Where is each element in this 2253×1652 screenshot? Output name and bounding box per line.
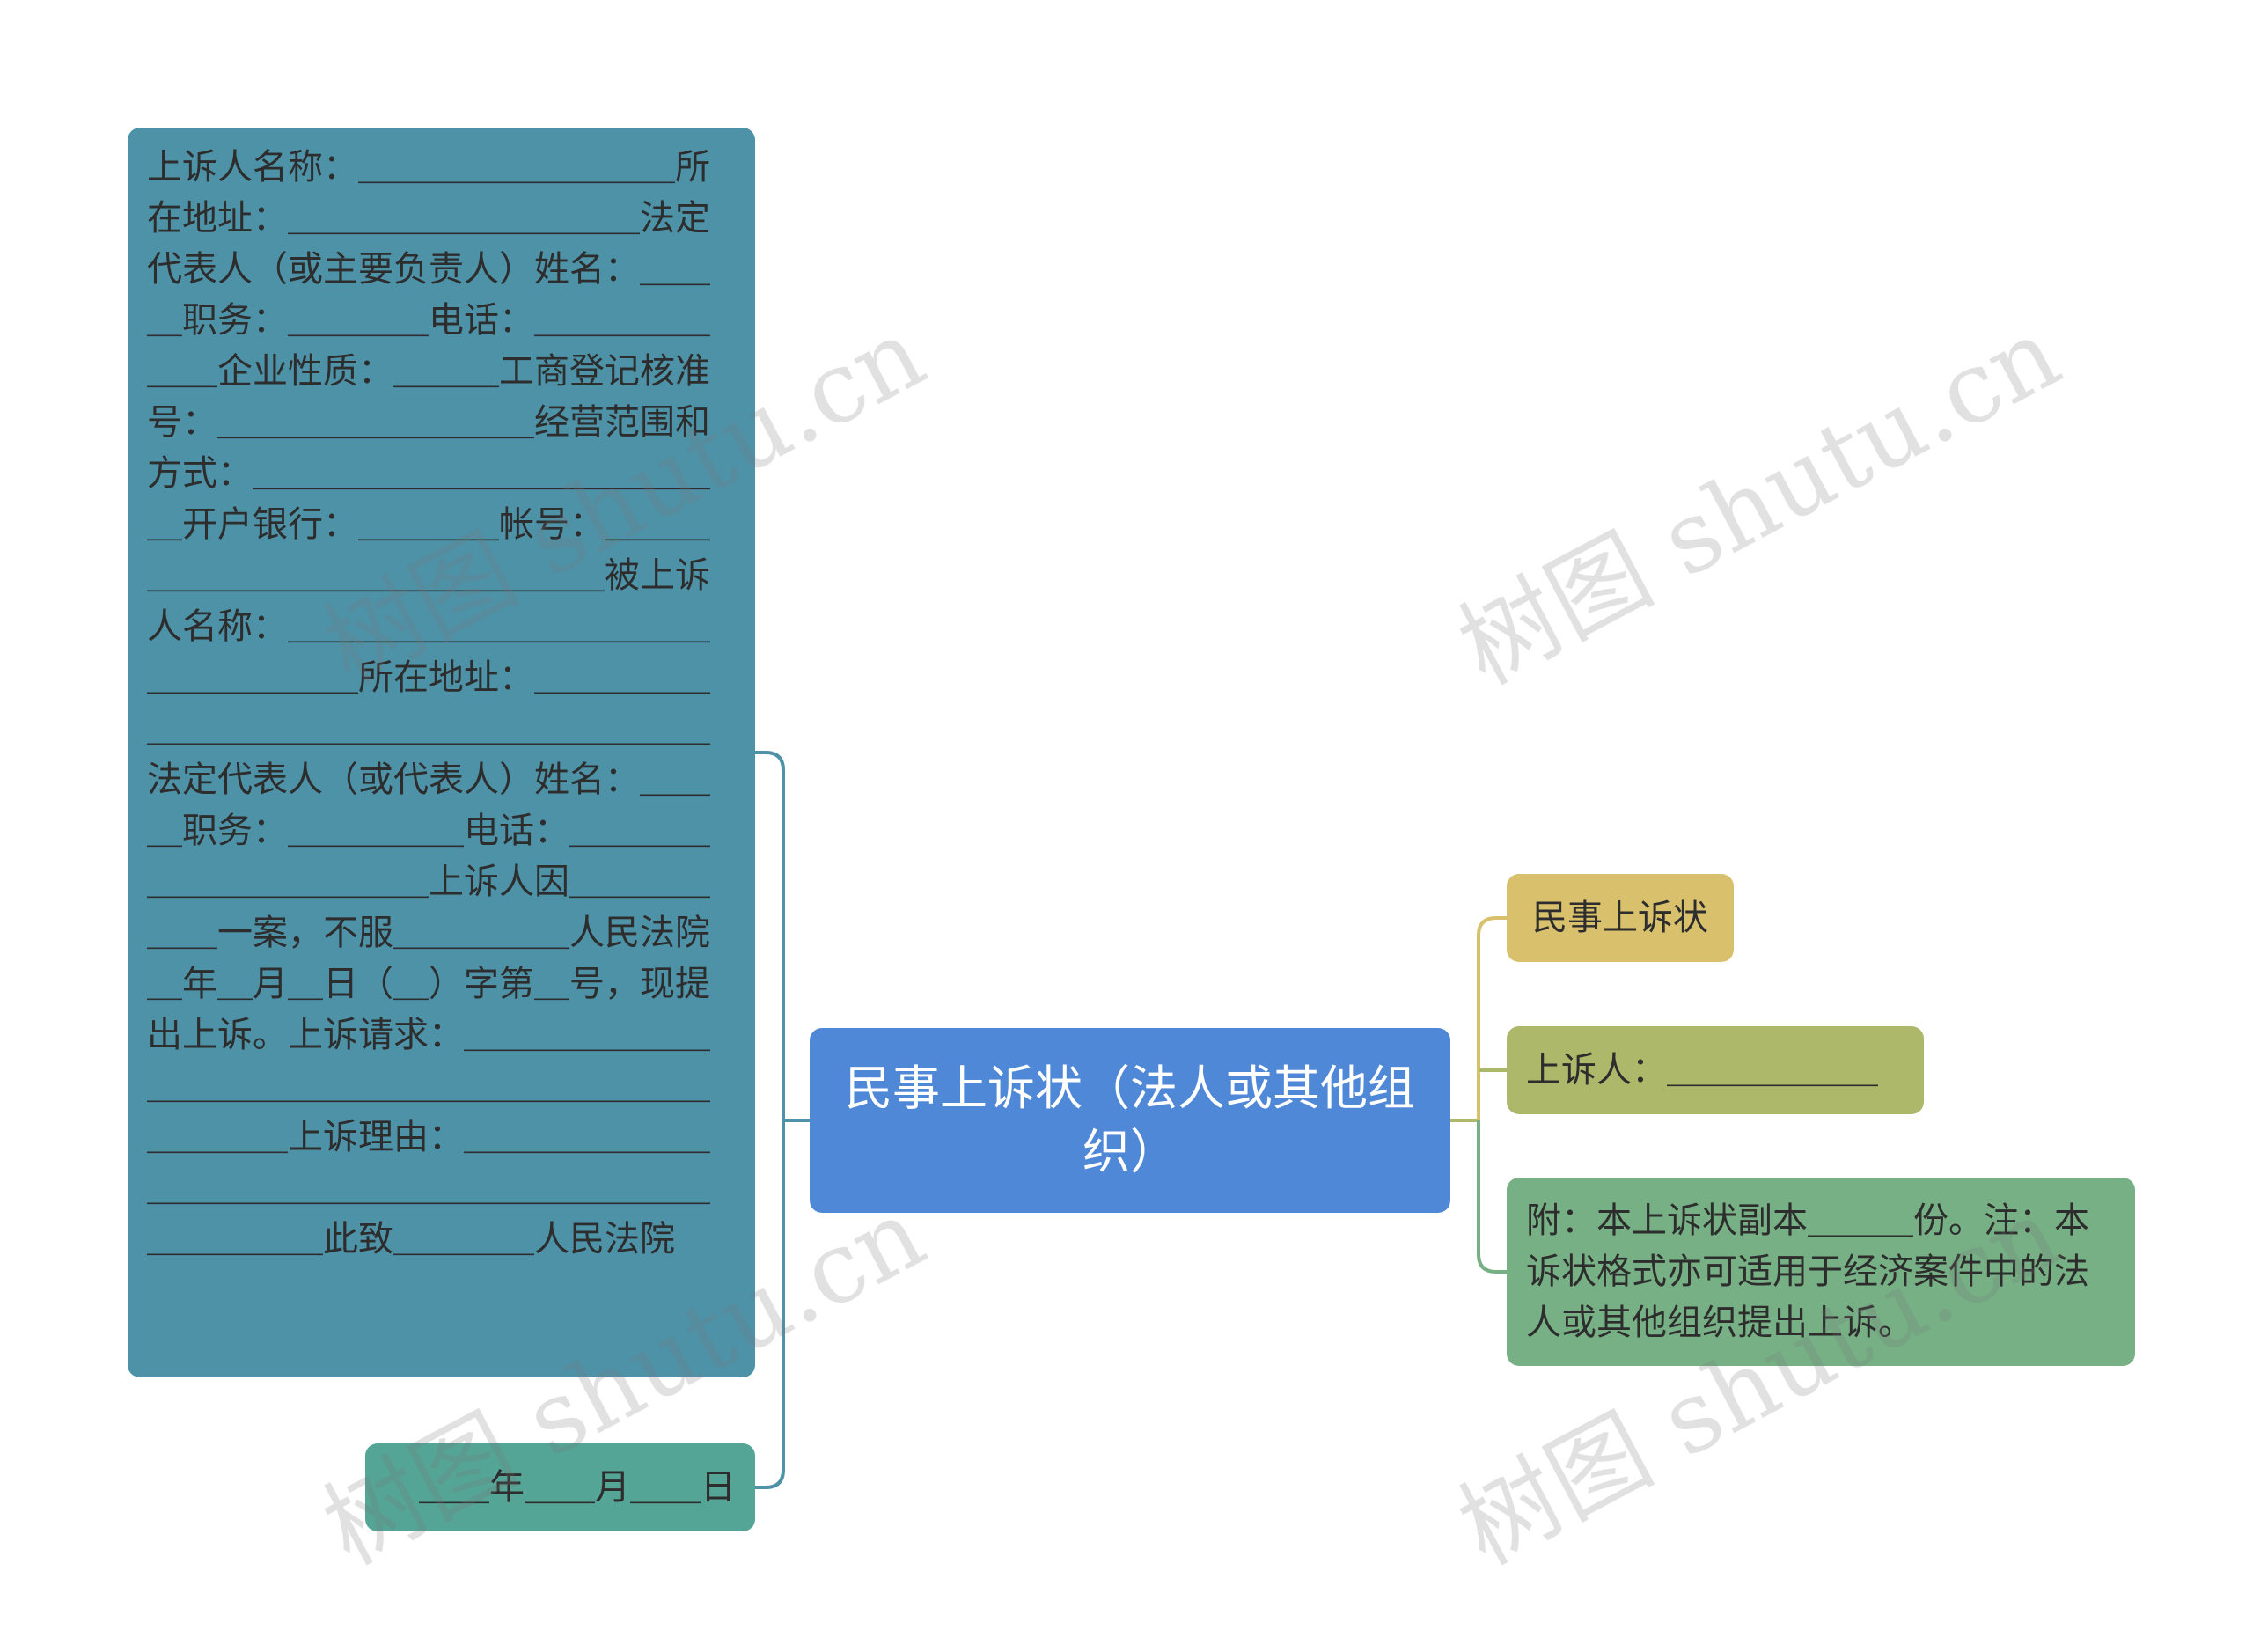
right-topic-note-label: 附：本上诉状副本＿＿＿份。注：本诉状格式亦可适用于经济案件中的法人或其他组织提出… <box>1526 1200 2089 1343</box>
connector-right-title <box>1477 916 1507 1120</box>
left-topic-date[interactable]: ＿＿年＿＿月＿＿日 <box>365 1443 755 1531</box>
left-topic-date-label: ＿＿年＿＿月＿＿日 <box>419 1467 736 1508</box>
left-topic-appellant-details[interactable]: 上诉人名称：＿＿＿＿＿＿＿＿＿所在地址：＿＿＿＿＿＿＿＿＿＿法定代表人（或主要负… <box>128 128 755 1377</box>
root-topic[interactable]: 民事上诉状（法人或其他组织） <box>810 1028 1450 1213</box>
right-topic-appellant[interactable]: 上诉人：＿＿＿＿＿＿ <box>1507 1026 1924 1114</box>
root-topic-label: 民事上诉状（法人或其他组织） <box>845 1061 1415 1179</box>
connector-left-trunk <box>755 751 785 1489</box>
right-topic-title[interactable]: 民事上诉状 <box>1507 874 1734 962</box>
connector-right-note <box>1477 1120 1507 1274</box>
right-topic-title-label: 民事上诉状 <box>1532 898 1708 938</box>
right-topic-appellant-label: 上诉人：＿＿＿＿＿＿ <box>1526 1050 1878 1090</box>
left-topic-appellant-details-label: 上诉人名称：＿＿＿＿＿＿＿＿＿所在地址：＿＿＿＿＿＿＿＿＿＿法定代表人（或主要负… <box>147 147 710 1259</box>
right-topic-note[interactable]: 附：本上诉状副本＿＿＿份。注：本诉状格式亦可适用于经济案件中的法人或其他组织提出… <box>1507 1178 2135 1366</box>
